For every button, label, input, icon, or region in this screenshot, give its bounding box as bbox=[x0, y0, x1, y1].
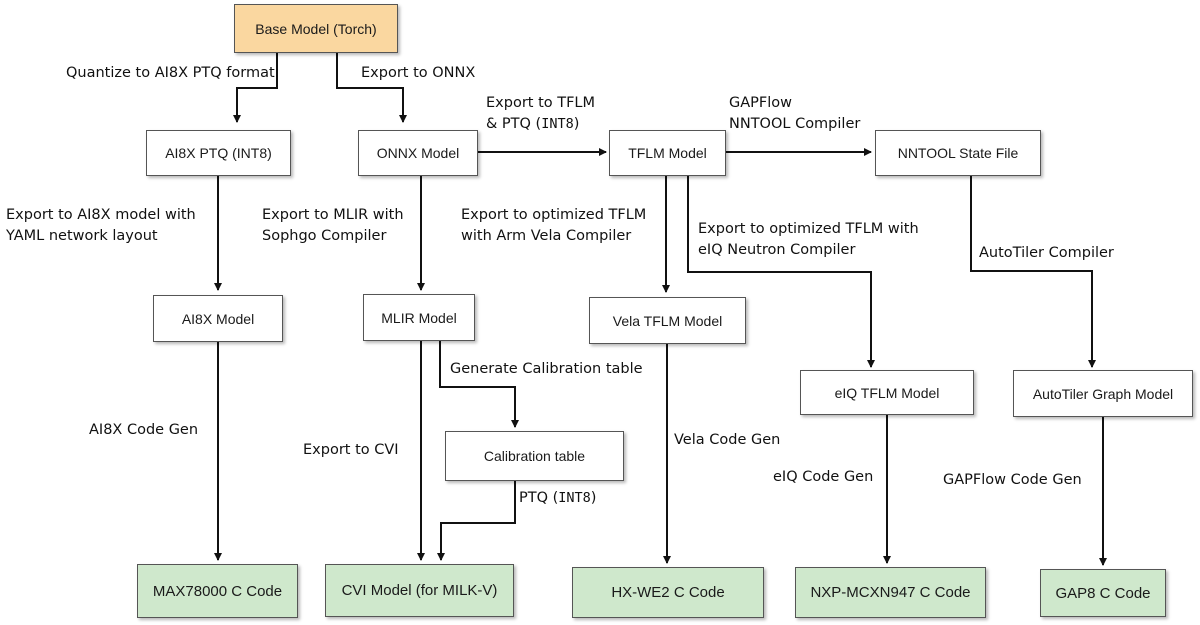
edge-label-gapflow-nntool: GAPFlow NNTOOL Compiler bbox=[729, 93, 860, 135]
edge-label-eiq-code-gen: eIQ Code Gen bbox=[773, 469, 874, 485]
edge-label-vela-code-gen: Vela Code Gen bbox=[674, 432, 781, 448]
edge-label-export-vela-line2: with Arm Vela Compiler bbox=[461, 228, 632, 244]
node-eiq-tflm-model: eIQ TFLM Model bbox=[800, 370, 974, 415]
export-tflm-suffix: ) bbox=[573, 116, 580, 132]
node-tflm-model: TFLM Model bbox=[609, 130, 726, 176]
node-autotiler-graph-model: AutoTiler Graph Model bbox=[1013, 370, 1193, 417]
node-vela-tflm-model: Vela TFLM Model bbox=[589, 297, 746, 344]
edge-label-gapflow-line2: NNTOOL Compiler bbox=[729, 116, 861, 132]
edge-label-export-neutron-line2: eIQ Neutron Compiler bbox=[698, 242, 856, 258]
ptq-int8: INT8 bbox=[558, 490, 591, 506]
edge-label-export-cvi: Export to CVI bbox=[303, 442, 399, 458]
node-mlir-model: MLIR Model bbox=[363, 294, 475, 341]
edge-label-gapflow-code-gen: GAPFlow Code Gen bbox=[943, 472, 1082, 488]
export-tflm-ptq-prefix: & PTQ ( bbox=[486, 116, 542, 132]
edge-label-export-ai8x-line2: YAML network layout bbox=[6, 228, 158, 244]
edge-label-export-mlir-line2: Sophgo Compiler bbox=[262, 228, 387, 244]
node-base-model: Base Model (Torch) bbox=[234, 4, 398, 53]
ptq-suffix: ) bbox=[590, 490, 597, 506]
edge-label-export-mlir: Export to MLIR with Sophgo Compiler bbox=[262, 205, 404, 247]
edge-label-export-tflm-line1: Export to TFLM bbox=[486, 95, 596, 111]
edge-calibration-to-cvi bbox=[437, 481, 516, 561]
edge-label-export-ai8x-model: Export to AI8X model with YAML network l… bbox=[6, 205, 196, 247]
edge-tflm-to-eiq bbox=[687, 175, 875, 368]
ptq-prefix: PTQ ( bbox=[519, 490, 559, 506]
edge-label-export-neutron-line1: Export to optimized TFLM with bbox=[698, 221, 919, 237]
edge-base-to-onnx bbox=[336, 53, 407, 123]
edge-label-export-vela-line1: Export to optimized TFLM bbox=[461, 207, 647, 223]
node-onnx-model: ONNX Model bbox=[358, 130, 478, 176]
edge-label-ai8x-code-gen: AI8X Code Gen bbox=[89, 422, 199, 438]
edge-label-autotiler-compiler: AutoTiler Compiler bbox=[979, 245, 1114, 261]
edge-label-generate-calibration: Generate Calibration table bbox=[450, 361, 643, 377]
edge-label-export-onnx: Export to ONNX bbox=[361, 65, 476, 81]
export-tflm-int8: INT8 bbox=[541, 116, 574, 132]
edge-label-gapflow-line1: GAPFlow bbox=[729, 95, 792, 111]
node-ai8x-ptq: AI8X PTQ (INT8) bbox=[146, 130, 291, 176]
edge-label-quantize-ai8x: Quantize to AI8X PTQ format bbox=[66, 65, 275, 81]
edge-label-export-neutron: Export to optimized TFLM with eIQ Neutro… bbox=[698, 219, 919, 261]
node-calibration-table: Calibration table bbox=[445, 431, 624, 481]
edge-label-export-tflm: Export to TFLM & PTQ (INT8) bbox=[486, 93, 595, 135]
edge-label-export-tflm-line2: & PTQ (INT8) bbox=[486, 114, 595, 135]
node-gap8-c-code: GAP8 C Code bbox=[1040, 569, 1166, 617]
node-ai8x-model: AI8X Model bbox=[153, 295, 283, 342]
node-cvi-model: CVI Model (for MILK-V) bbox=[325, 564, 514, 617]
edge-label-export-ai8x-line1: Export to AI8X model with bbox=[6, 207, 196, 223]
node-hx-we2-c-code: HX-WE2 C Code bbox=[572, 567, 764, 618]
edge-mlir-to-calibration bbox=[439, 341, 519, 428]
node-nxp-mcxn947-c-code: NXP-MCXN947 C Code bbox=[795, 567, 986, 618]
edge-label-export-vela: Export to optimized TFLM with Arm Vela C… bbox=[461, 205, 646, 247]
node-max78000-c-code: MAX78000 C Code bbox=[137, 564, 298, 618]
edge-label-export-mlir-line1: Export to MLIR with bbox=[262, 207, 404, 223]
edge-nntool-to-autotiler bbox=[970, 175, 1096, 368]
edge-base-to-ai8x-ptq bbox=[233, 53, 278, 123]
edge-label-ptq-int8: PTQ (INT8) bbox=[519, 488, 596, 509]
node-nntool-state-file: NNTOOL State File bbox=[875, 130, 1041, 176]
